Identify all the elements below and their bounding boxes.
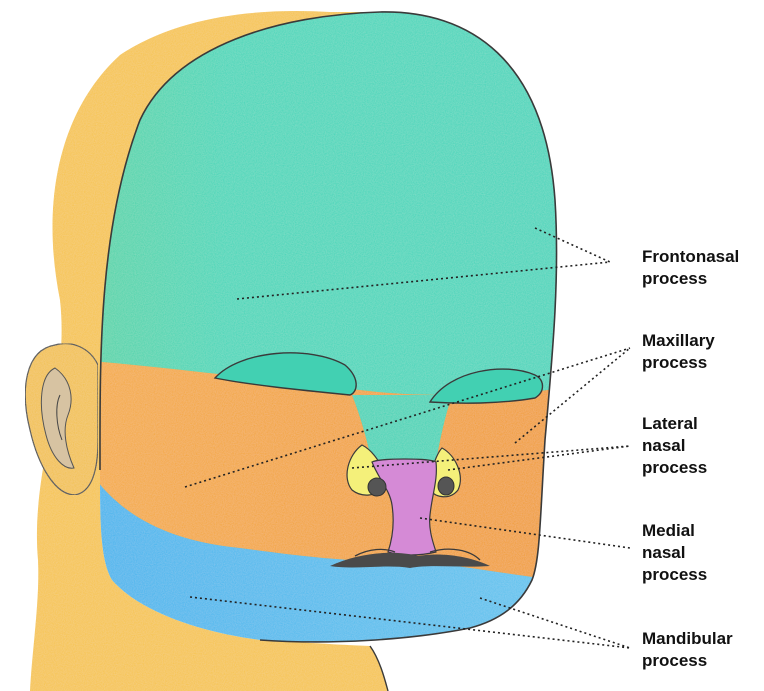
ear-shape <box>25 344 98 495</box>
label-frontonasal: Frontonasal process <box>642 246 739 290</box>
label-frontonasal-line2: process <box>642 268 739 290</box>
label-lateral-nasal-line1: Lateral <box>642 413 707 435</box>
label-medial-nasal-line1: Medial <box>642 520 707 542</box>
label-medial-nasal-line3: process <box>642 564 707 586</box>
label-mandibular-line2: process <box>642 650 733 672</box>
label-medial-nasal: Medial nasal process <box>642 520 707 586</box>
label-mandibular: Mandibular process <box>642 628 733 672</box>
label-frontonasal-line1: Frontonasal <box>642 246 739 268</box>
label-maxillary-line1: Maxillary <box>642 330 715 352</box>
label-lateral-nasal: Lateral nasal process <box>642 413 707 479</box>
label-lateral-nasal-line3: process <box>642 457 707 479</box>
right-nostril <box>438 477 454 495</box>
label-maxillary-line2: process <box>642 352 715 374</box>
label-mandibular-line1: Mandibular <box>642 628 733 650</box>
left-nostril <box>368 478 386 496</box>
label-maxillary: Maxillary process <box>642 330 715 374</box>
label-lateral-nasal-line2: nasal <box>642 435 707 457</box>
label-medial-nasal-line2: nasal <box>642 542 707 564</box>
